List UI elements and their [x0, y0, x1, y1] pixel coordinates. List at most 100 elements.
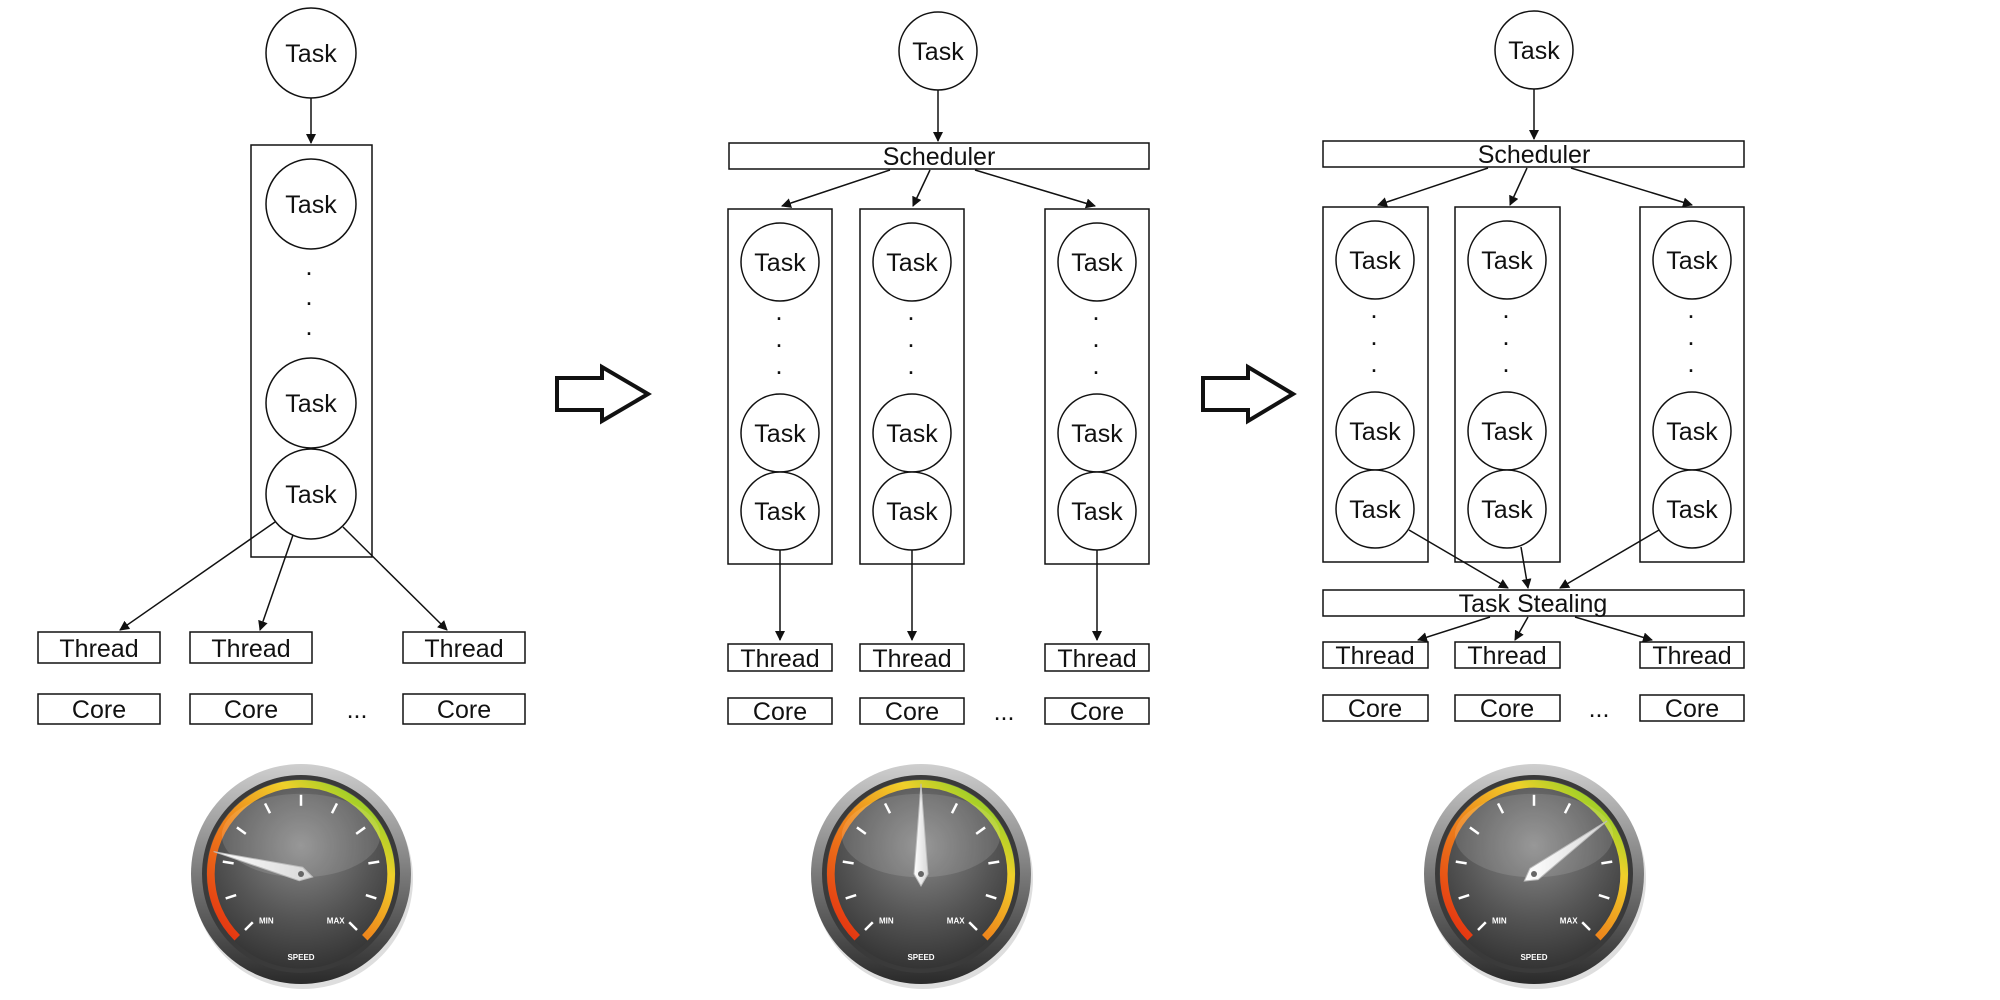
gauge-tick: [365, 893, 377, 900]
svg-text:.: .: [907, 350, 914, 380]
ellipsis: ...: [994, 698, 1015, 726]
svg-text:Task: Task: [754, 498, 806, 526]
core-box: Core: [1044, 697, 1150, 726]
svg-text:Task: Task: [285, 481, 337, 509]
core-box: Core: [859, 697, 965, 726]
svg-text:Task: Task: [1481, 496, 1533, 524]
svg-text:.: .: [1502, 321, 1509, 351]
task-node: Task: [1467, 391, 1547, 471]
svg-text:.: .: [1092, 323, 1099, 353]
thread-box: Thread: [1639, 641, 1745, 670]
stage-3: Task Scheduler Task . . . Task Task Task…: [1322, 10, 1745, 723]
svg-text:Thread: Thread: [1467, 642, 1546, 670]
svg-text:.: .: [1092, 296, 1099, 326]
task-stealing-box: Task Stealing: [1322, 589, 1745, 618]
svg-text:.: .: [1092, 350, 1099, 380]
task-queue: [1322, 206, 1429, 563]
svg-text:.: .: [1370, 348, 1377, 378]
svg-text:.: .: [1370, 321, 1377, 351]
task-node: Task: [1652, 469, 1732, 549]
gauge-tick: [975, 826, 986, 835]
svg-text:Task: Task: [285, 191, 337, 219]
gauge-max-label: MAX: [1560, 917, 1578, 926]
gauge-tick: [988, 860, 1000, 865]
svg-text:Thread: Thread: [1652, 642, 1731, 670]
gauge-max-label: MAX: [947, 917, 965, 926]
stage-1: Task Task . . . Task Task Thread Thread: [37, 7, 526, 725]
svg-text:.: .: [775, 350, 782, 380]
gauge-speed-label: SPEED: [1520, 953, 1547, 962]
svg-text:.: .: [1370, 294, 1377, 324]
svg-text:Scheduler: Scheduler: [883, 143, 996, 171]
svg-text:Core: Core: [437, 696, 491, 724]
stage-2: Task Scheduler Task . . . Task Task Task…: [727, 11, 1150, 726]
gauge-tick: [236, 826, 247, 835]
svg-text:.: .: [1687, 348, 1694, 378]
task-queue: [1454, 206, 1561, 563]
task-node: Task: [265, 158, 357, 250]
gauge-min-label: MIN: [1492, 917, 1507, 926]
svg-text:Task: Task: [1666, 247, 1718, 275]
core-box: Core: [402, 693, 526, 725]
core-box: Core: [189, 693, 313, 725]
task-node: Task: [1057, 222, 1137, 302]
svg-text:.: .: [1687, 294, 1694, 324]
svg-text:Thread: Thread: [211, 635, 290, 663]
gauge-tick: [985, 893, 997, 900]
svg-text:Scheduler: Scheduler: [1478, 141, 1591, 169]
gauge-tick: [222, 860, 234, 865]
scheduler-box: Scheduler: [1322, 140, 1745, 169]
task-node: Task: [740, 222, 820, 302]
gauge-tick: [856, 826, 867, 835]
ellipsis: ...: [1589, 695, 1610, 723]
gauge-tick: [1477, 921, 1487, 931]
gauge-tick: [225, 893, 237, 900]
task-node: Task: [1335, 391, 1415, 471]
gauge-tick: [1598, 893, 1610, 900]
svg-text:.: .: [907, 296, 914, 326]
svg-text:Thread: Thread: [740, 645, 819, 673]
task-node-top: Task: [898, 11, 978, 91]
svg-text:Task: Task: [754, 249, 806, 277]
thread-box: Thread: [1454, 641, 1561, 670]
gauge-tick: [1496, 802, 1505, 814]
core-box: Core: [1454, 694, 1561, 723]
gauge-speed-arc: [1439, 779, 1629, 941]
svg-text:Core: Core: [1665, 695, 1719, 723]
speed-gauge-icon: MIN MAX SPEED: [1424, 764, 1646, 989]
task-node: Task: [1652, 220, 1732, 300]
thread-box: Thread: [402, 631, 526, 664]
gauge-tick: [950, 802, 959, 814]
gauge-tick: [330, 802, 339, 814]
gauge-tick: [1601, 860, 1613, 865]
svg-text:.: .: [305, 251, 312, 281]
transition-arrow-icon: [1201, 363, 1297, 425]
gauge-tick: [355, 826, 366, 835]
gauge-tick: [883, 802, 892, 814]
ellipsis: ...: [347, 696, 368, 724]
gauge-tick: [845, 893, 857, 900]
gauge-min-label: MIN: [259, 917, 274, 926]
svg-text:Task: Task: [912, 38, 964, 66]
gauge-min-label: MIN: [879, 917, 894, 926]
task-queue: [250, 144, 373, 558]
svg-text:.: .: [305, 311, 312, 341]
core-box: Core: [1639, 694, 1745, 723]
task-node: Task: [740, 393, 820, 473]
task-node-top: Task: [265, 7, 357, 99]
gauge-tick: [348, 921, 358, 931]
transition-arrow-icon: [555, 363, 652, 425]
task-node: Task: [872, 471, 952, 551]
svg-text:Task: Task: [1349, 496, 1401, 524]
svg-text:Task: Task: [1508, 37, 1560, 65]
svg-text:Thread: Thread: [872, 645, 951, 673]
core-box: Core: [37, 693, 161, 725]
thread-box: Thread: [1044, 643, 1150, 673]
task-node: Task: [1057, 471, 1137, 551]
core-box: Core: [1322, 694, 1429, 723]
svg-text:Core: Core: [1348, 695, 1402, 723]
gauge-tick: [1455, 860, 1467, 865]
svg-text:.: .: [775, 296, 782, 326]
svg-text:Thread: Thread: [1335, 642, 1414, 670]
